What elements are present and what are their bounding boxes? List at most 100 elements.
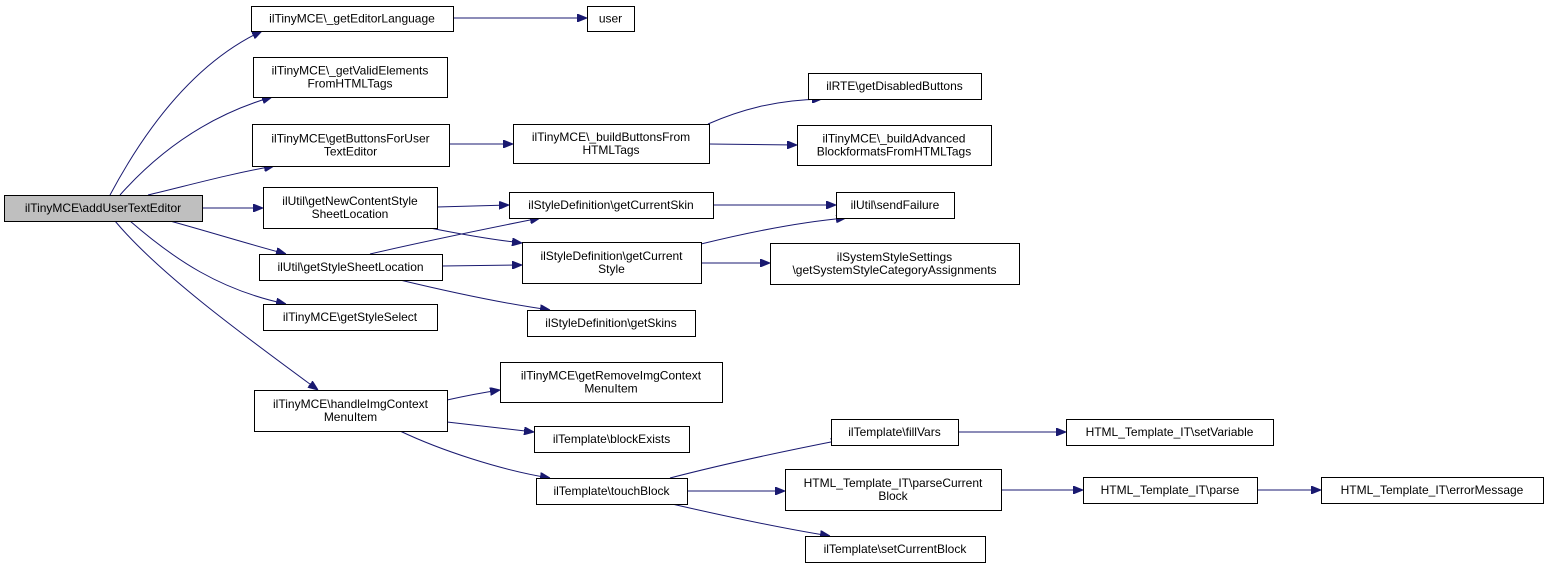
node-label: ilStyleDefinition\getSkins: [545, 316, 676, 330]
node-setVariable[interactable]: HTML_Template_IT\setVariable: [1066, 419, 1274, 446]
edge-addUserTextEditor-to-getButtonsForUser: [147, 166, 274, 196]
node-box: [831, 419, 959, 446]
node-box: [1066, 419, 1274, 446]
edge-getStyleSheetLocation-to-getSkins: [399, 279, 550, 310]
node-label: ilTinyMCE\_buildAdvanced: [823, 132, 966, 146]
node-label: ilUtil\getStyleSheetLocation: [277, 260, 423, 274]
node-label: ilTinyMCE\_buildButtonsFrom: [532, 130, 690, 144]
edge-handleImgContext-to-blockExists: [446, 421, 534, 432]
node-label: ilStyleDefinition\getCurrent: [540, 249, 683, 263]
node-label: ilTinyMCE\handleImgContext: [273, 397, 429, 411]
node-fillVars[interactable]: ilTemplate\fillVars: [831, 419, 959, 446]
node-label: ilTinyMCE\_getEditorLanguage: [269, 12, 435, 26]
node-box: [836, 192, 955, 219]
node-box: [251, 6, 454, 32]
edges: [109, 18, 1321, 536]
node-parse[interactable]: HTML_Template_IT\parse: [1083, 477, 1258, 504]
node-blockExists[interactable]: ilTemplate\blockExists: [534, 426, 690, 453]
node-label: FromHTMLTags: [307, 77, 392, 91]
node-label: ilStyleDefinition\getCurrentSkin: [528, 198, 693, 212]
node-box: [500, 362, 723, 403]
node-getStyleSelect[interactable]: ilTinyMCE\getStyleSelect: [263, 304, 438, 331]
node-box: [1083, 477, 1258, 504]
node-label: Style: [598, 262, 625, 276]
edge-getNewContentStyle-to-getCurrentSkin: [436, 205, 509, 207]
node-label: HTML_Template_IT\errorMessage: [1341, 483, 1524, 497]
edge-touchBlock-to-fillVars: [669, 440, 841, 479]
node-label: ilTinyMCE\getButtonsForUser: [271, 132, 429, 146]
edge-addUserTextEditor-to-getStyleSelect: [129, 220, 286, 304]
edge-buildButtonsFrom-to-getDisabledButtons: [707, 99, 822, 125]
node-box: [522, 242, 702, 284]
node-box: [770, 243, 1020, 285]
node-label: ilTinyMCE\getRemoveImgContext: [521, 369, 702, 383]
edge-getStyleSheetLocation-to-getCurrentStyle: [441, 265, 522, 266]
node-box: [797, 125, 992, 166]
node-touchBlock[interactable]: ilTemplate\touchBlock: [536, 478, 688, 505]
node-getEditorLanguage[interactable]: ilTinyMCE\_getEditorLanguage: [251, 6, 454, 32]
node-label: ilTinyMCE\addUserTextEditor: [25, 201, 181, 215]
node-label: ilUtil\sendFailure: [851, 198, 940, 212]
node-label: MenuItem: [324, 410, 377, 424]
node-systemStyleSettings[interactable]: ilSystemStyleSettings\getSystemStyleCate…: [770, 243, 1020, 285]
node-sendFailure[interactable]: ilUtil\sendFailure: [836, 192, 955, 219]
node-label: TextEditor: [324, 145, 377, 159]
node-user[interactable]: user: [587, 6, 635, 32]
node-box: [587, 6, 635, 32]
node-errorMessage[interactable]: HTML_Template_IT\errorMessage: [1321, 477, 1544, 504]
edge-addUserTextEditor-to-getEditorLanguage: [109, 31, 262, 196]
node-label: ilSystemStyleSettings: [837, 250, 952, 264]
edge-getCurrentStyle-to-sendFailure: [700, 218, 846, 245]
node-buildAdvanced[interactable]: ilTinyMCE\_buildAdvancedBlockformatsFrom…: [797, 125, 992, 166]
edge-touchBlock-to-setCurrentBlock: [671, 503, 830, 536]
node-box: [259, 254, 443, 281]
node-box: [808, 73, 982, 100]
node-addUserTextEditor[interactable]: ilTinyMCE\addUserTextEditor: [4, 195, 203, 222]
node-label: SheetLocation: [312, 207, 389, 221]
node-box: [252, 124, 450, 167]
node-box: [263, 304, 438, 331]
node-label: Block: [878, 489, 908, 503]
node-setCurrentBlock[interactable]: ilTemplate\setCurrentBlock: [805, 536, 986, 563]
node-getDisabledButtons[interactable]: ilRTE\getDisabledButtons: [808, 73, 982, 100]
node-getCurrentSkin[interactable]: ilStyleDefinition\getCurrentSkin: [509, 192, 714, 219]
node-label: \getSystemStyleCategoryAssignments: [792, 263, 996, 277]
edge-buildButtonsFrom-to-buildAdvanced: [708, 144, 797, 145]
edge-handleImgContext-to-touchBlock: [399, 430, 550, 478]
node-box: [509, 192, 714, 219]
node-label: MenuItem: [584, 382, 637, 396]
node-box: [4, 195, 203, 222]
node-getSkins[interactable]: ilStyleDefinition\getSkins: [527, 310, 696, 337]
node-box: [534, 426, 690, 453]
edge-addUserTextEditor-to-handleImgContext: [114, 220, 318, 390]
node-box: [536, 478, 688, 505]
node-box: [513, 124, 710, 164]
node-label: HTML_Template_IT\setVariable: [1086, 425, 1254, 439]
node-box: [805, 536, 986, 563]
node-label: ilTemplate\fillVars: [848, 425, 940, 439]
node-label: ilTemplate\touchBlock: [553, 484, 670, 498]
node-box: [263, 187, 438, 229]
node-label: ilTinyMCE\_getValidElements: [272, 64, 429, 78]
node-box: [1321, 477, 1544, 504]
nodes: ilTinyMCE\addUserTextEditor ilTinyMCE\_ge…: [4, 6, 1544, 563]
edge-getStyleSheetLocation-to-getCurrentSkin: [369, 218, 540, 255]
node-box: [253, 57, 448, 98]
node-label: ilTemplate\blockExists: [553, 432, 670, 446]
edge-handleImgContext-to-getRemoveImgContext: [446, 390, 500, 401]
node-label: HTMLTags: [582, 143, 639, 157]
edge-getNewContentStyle-to-getCurrentStyle: [429, 227, 522, 243]
node-label: ilUtil\getNewContentStyle: [282, 194, 418, 208]
edge-addUserTextEditor-to-getValidElements: [119, 97, 272, 196]
node-getStyleSheetLocation[interactable]: ilUtil\getStyleSheetLocation: [259, 254, 443, 281]
node-box: [785, 469, 1002, 511]
node-label: ilRTE\getDisabledButtons: [826, 79, 963, 93]
